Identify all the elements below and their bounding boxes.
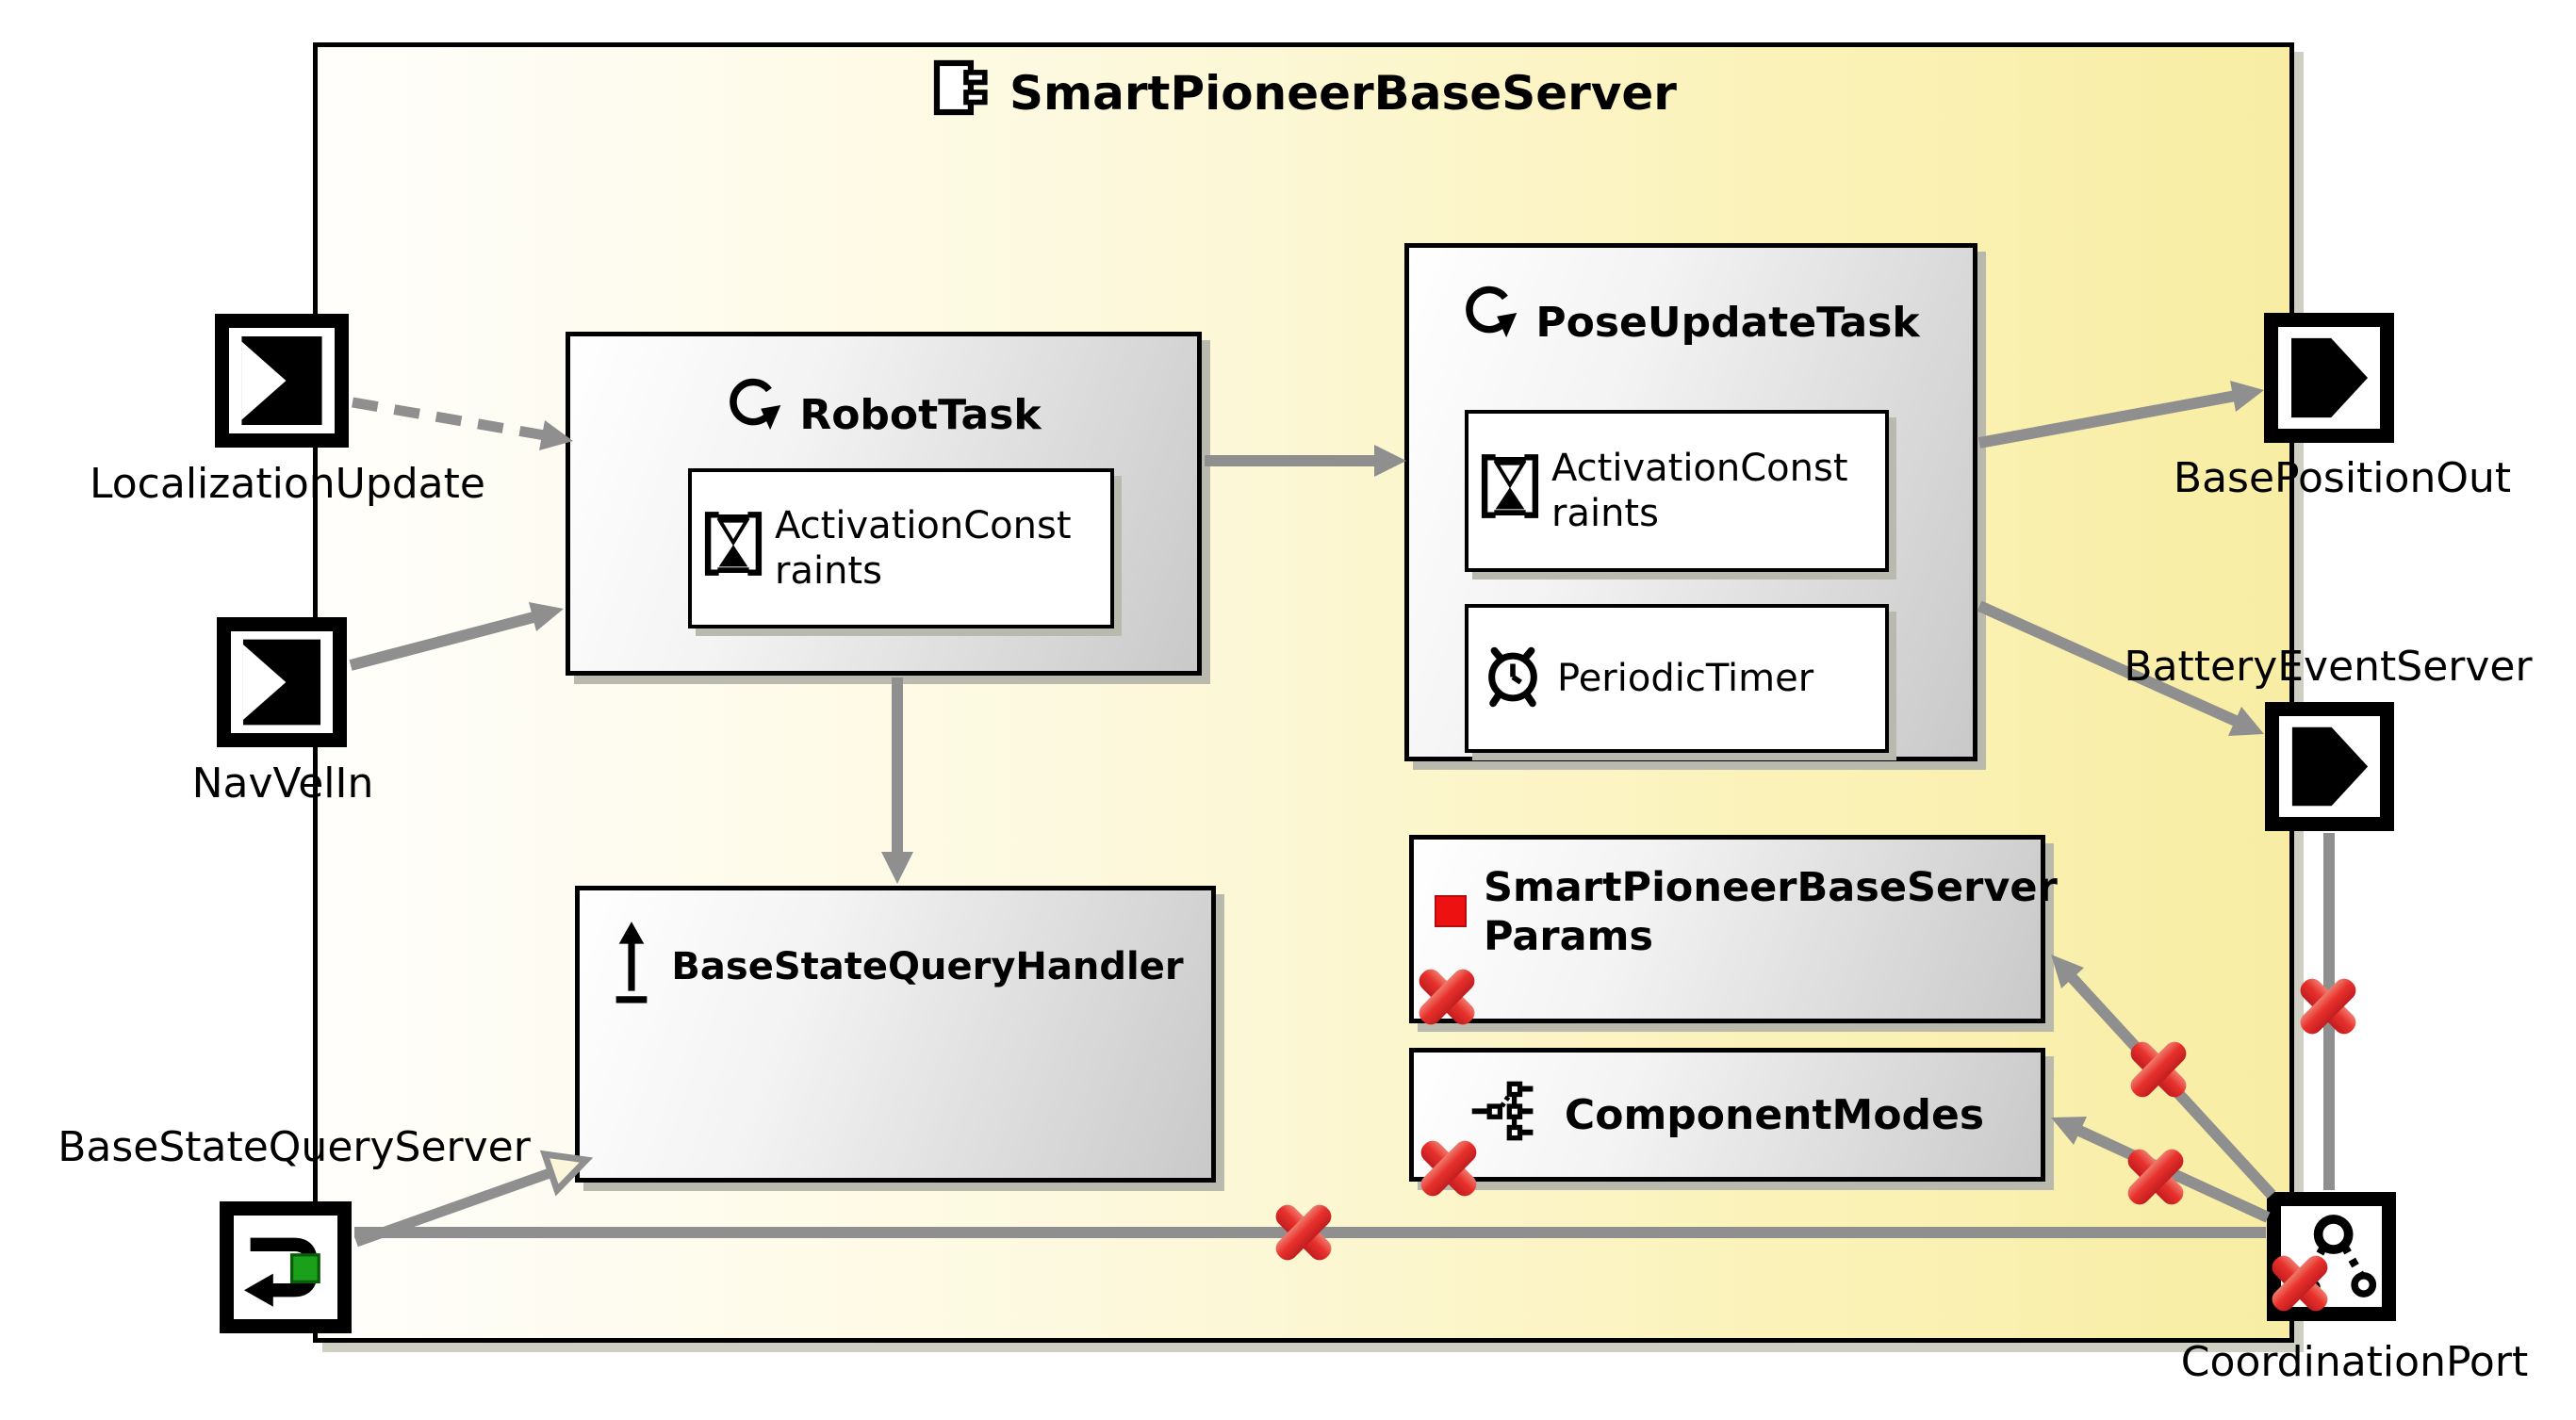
component-title-text: SmartPioneerBaseServer <box>1009 66 1677 121</box>
port-label-coordination: CoordinationPort <box>2180 1338 2529 1386</box>
task-title: PoseUpdateTask <box>1535 299 1920 347</box>
activation-constraints[interactable]: ActivationConst raints <box>688 468 1114 628</box>
input-port-icon <box>241 335 322 426</box>
hourglass-icon <box>1480 448 1540 534</box>
port-label-base-state-query-server: BaseStateQueryServer <box>57 1123 531 1171</box>
input-port-icon <box>242 639 321 726</box>
connection-pose-to-batteryeventserver[interactable] <box>1977 600 2264 736</box>
element-label: ActivationConst raints <box>775 504 1072 593</box>
modes-tree-icon <box>1470 1079 1546 1151</box>
connection-pose-to-basepositionout[interactable] <box>1977 381 2264 449</box>
port-localization-update[interactable] <box>215 314 349 448</box>
resource-component-modes[interactable]: ComponentModes <box>1409 1048 2045 1182</box>
port-label-nav-vel-in: NavVelIn <box>191 759 374 808</box>
resource-label: ComponentModes <box>1564 1091 1985 1139</box>
output-port-icon <box>2291 726 2369 807</box>
coordination-port-icon <box>2293 1215 2377 1298</box>
port-battery-event-server[interactable] <box>2265 702 2394 831</box>
connection-robottask-to-handler[interactable] <box>881 677 913 884</box>
parameter-set-icon <box>1435 894 1467 931</box>
port-label-base-position-out: BasePositionOut <box>2173 454 2512 502</box>
connection-localization-to-robottask[interactable] <box>352 397 573 450</box>
connection-navvelin-to-robottask[interactable] <box>349 602 564 671</box>
task-robot-task[interactable]: RobotTask ActivationConst raints <box>566 332 1202 676</box>
connection-robottask-to-poseupdatetask[interactable] <box>1205 445 1406 477</box>
periodic-timer-icon <box>1480 639 1546 718</box>
port-base-position-out[interactable] <box>2264 313 2394 443</box>
port-label-battery-event-server: BatteryEventServer <box>2124 643 2533 691</box>
element-label: ActivationConst raints <box>1551 447 1848 535</box>
task-loop-icon <box>726 372 784 458</box>
ok-marker-icon <box>289 1253 320 1284</box>
port-coordination[interactable] <box>2267 1192 2396 1321</box>
output-port-icon <box>2291 337 2369 418</box>
task-loop-icon <box>1462 280 1520 366</box>
periodic-timer[interactable]: PeriodicTimer <box>1465 604 1889 753</box>
port-label-localization-update: LocalizationUpdate <box>90 460 485 508</box>
element-label: PeriodicTimer <box>1557 657 1814 700</box>
handler-title: BaseStateQueryHandler <box>671 945 1184 988</box>
handler-base-state-query[interactable]: BaseStateQueryHandler <box>575 886 1216 1183</box>
uml-component-icon <box>930 58 993 128</box>
resource-params[interactable]: SmartPioneerBaseServer Params <box>1409 835 2058 1023</box>
component-title: SmartPioneerBaseServer <box>313 58 2294 128</box>
task-title: RobotTask <box>799 391 1042 439</box>
resource-label: SmartPioneerBaseServer Params <box>1484 864 2058 960</box>
hourglass-icon <box>703 505 763 592</box>
activation-constraints[interactable]: ActivationConst raints <box>1465 410 1889 572</box>
port-base-state-query-server[interactable] <box>220 1201 352 1333</box>
upcall-arrow-icon <box>607 919 656 1015</box>
task-pose-update-task[interactable]: PoseUpdateTask ActivationConst raints <box>1404 243 1977 761</box>
port-nav-vel-in[interactable] <box>217 617 347 747</box>
query-server-port-icon <box>244 1237 320 1307</box>
